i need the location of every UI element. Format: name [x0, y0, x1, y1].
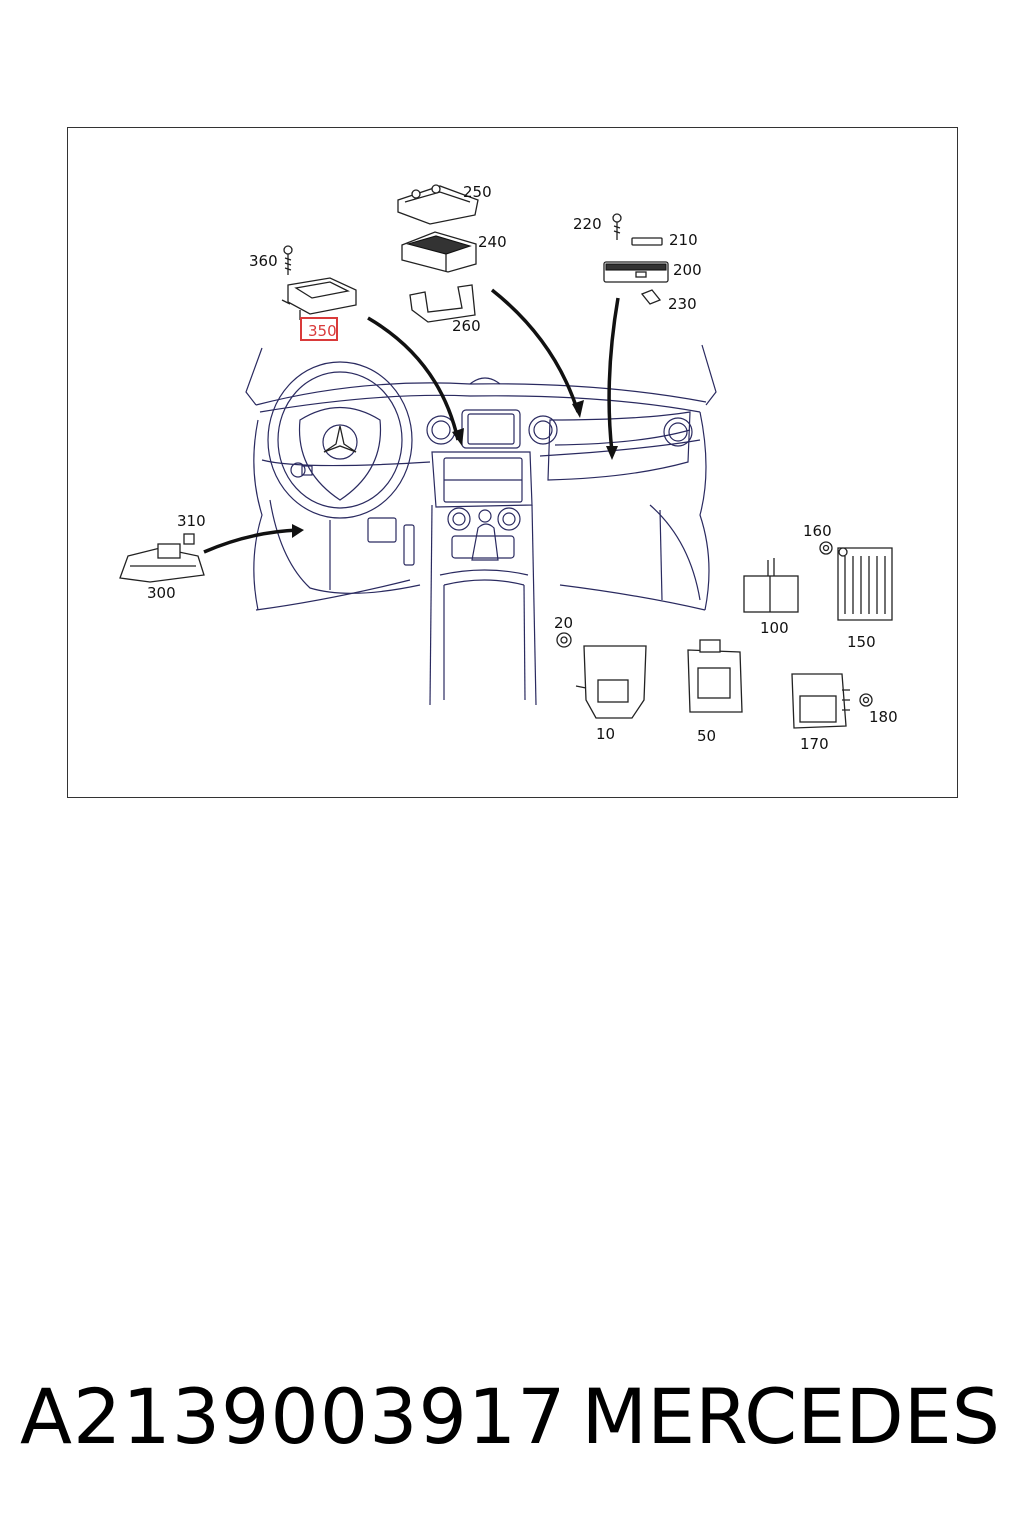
part-220: [612, 213, 622, 240]
highlight-box-350: [300, 317, 338, 341]
pointer-arrows: [203, 288, 620, 554]
part-170: [791, 673, 850, 729]
part-360: [283, 245, 293, 275]
part-250: [397, 184, 479, 225]
part-200: [603, 261, 669, 283]
footer: A2139003917 MERCEDES: [20, 1372, 1010, 1472]
callout-20: 20: [554, 614, 573, 632]
callout-240: 240: [478, 233, 507, 251]
part-230: [640, 289, 662, 305]
brand-name: MERCEDES: [581, 1372, 1000, 1461]
callout-220: 220: [573, 215, 602, 233]
part-number: A2139003917: [20, 1372, 567, 1461]
callout-230: 230: [668, 295, 697, 313]
part-240: [401, 231, 477, 273]
callout-150: 150: [847, 633, 876, 651]
callout-160: 160: [803, 522, 832, 540]
part-310: [183, 533, 195, 545]
arrow-200: [607, 297, 620, 453]
arrow-240: [490, 288, 580, 413]
callout-labels: 250 240 260 220 210 200 230 360 350 310 …: [147, 183, 898, 753]
dashboard-illustration: [245, 344, 717, 706]
callout-180: 180: [869, 708, 898, 726]
callout-300: 300: [147, 584, 176, 602]
callout-260: 260: [452, 317, 481, 335]
callout-350: 350: [308, 322, 337, 340]
part-350: [281, 277, 357, 320]
part-20: [556, 632, 572, 648]
callout-310: 310: [177, 512, 206, 530]
callout-10: 10: [596, 725, 615, 743]
part-100: [743, 558, 799, 613]
callout-50: 50: [697, 727, 716, 745]
callout-360: 360: [249, 252, 278, 270]
part-10: [575, 645, 647, 719]
steering-wheel: [267, 361, 413, 519]
callout-100: 100: [760, 619, 789, 637]
part-210: [631, 237, 663, 246]
callout-250: 250: [463, 183, 492, 201]
arrow-300: [203, 528, 299, 554]
callout-200: 200: [673, 261, 702, 279]
part-300: [119, 543, 205, 583]
callout-170: 170: [800, 735, 829, 753]
part-50: [687, 639, 743, 713]
arrow-350: [367, 316, 460, 441]
callout-210: 210: [669, 231, 698, 249]
part-260: [409, 284, 476, 323]
part-150: [837, 547, 893, 621]
part-180: [859, 693, 873, 707]
part-160: [819, 541, 833, 555]
